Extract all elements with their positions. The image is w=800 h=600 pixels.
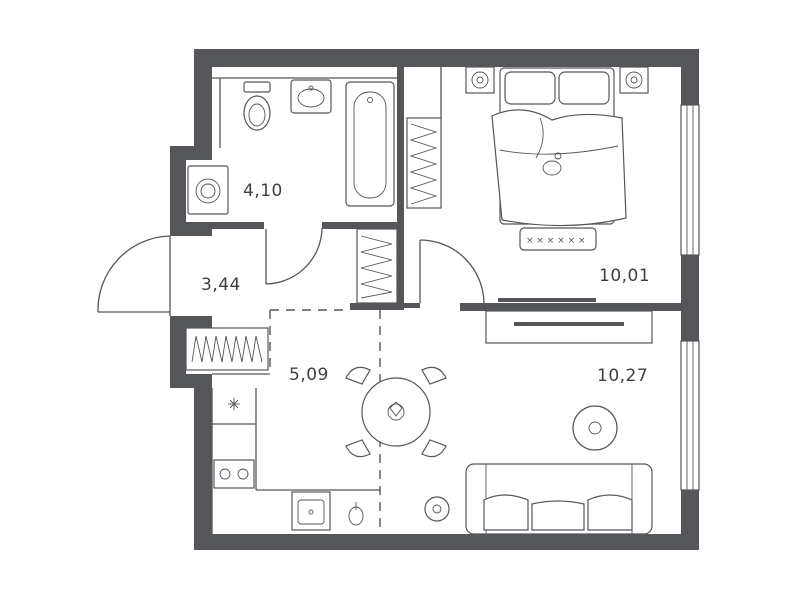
- nightstand-icon: [465, 66, 495, 94]
- area-label-living: 10,27: [597, 366, 648, 386]
- area-label-bedroom: 10,01: [599, 266, 650, 286]
- fridge-icon: [228, 398, 240, 410]
- robot-vacuum-icon: [424, 496, 450, 522]
- stove-icon: [213, 459, 255, 489]
- bedroom-wardrobe-icon: [406, 67, 442, 209]
- kitchen-sink-icon: [291, 491, 331, 531]
- interior-walls: [212, 67, 681, 375]
- windows: [680, 104, 700, 491]
- bed-icon: [491, 67, 627, 227]
- kitchen: [211, 310, 381, 534]
- living-room: [424, 310, 653, 535]
- bathroom: [187, 77, 397, 215]
- bathtub-icon: [345, 81, 395, 207]
- area-label-hallway: 3,44: [201, 275, 241, 295]
- faucet-icon: [348, 502, 364, 526]
- area-labels: 4,10 3,44 5,09 10,01 10,27: [201, 181, 650, 386]
- toilet-icon: [243, 81, 271, 131]
- closet-icon: [356, 228, 398, 304]
- hallway: [97, 228, 398, 374]
- bedroom: × × × × × ×: [406, 66, 649, 304]
- nightstand-icon: [619, 66, 649, 94]
- entrance-door: [97, 235, 171, 316]
- bedroom-door: [419, 239, 485, 304]
- tv-stand-icon: [485, 310, 653, 344]
- sink-icon: [290, 79, 332, 114]
- bathroom-door: [265, 228, 323, 285]
- outer-walls: [170, 49, 699, 550]
- area-label-bathroom: 4,10: [243, 181, 283, 201]
- washing-machine-icon: [187, 165, 229, 215]
- pouf-icon: [572, 405, 618, 451]
- svg-text:× × × × × ×: × × × × × ×: [526, 236, 586, 246]
- rug-icon: × × × × × ×: [519, 227, 597, 251]
- wardrobe-icon: [185, 327, 269, 371]
- area-label-kitchen: 5,09: [289, 365, 329, 385]
- dining-table-icon: [345, 366, 447, 458]
- sofa-icon: [465, 463, 653, 535]
